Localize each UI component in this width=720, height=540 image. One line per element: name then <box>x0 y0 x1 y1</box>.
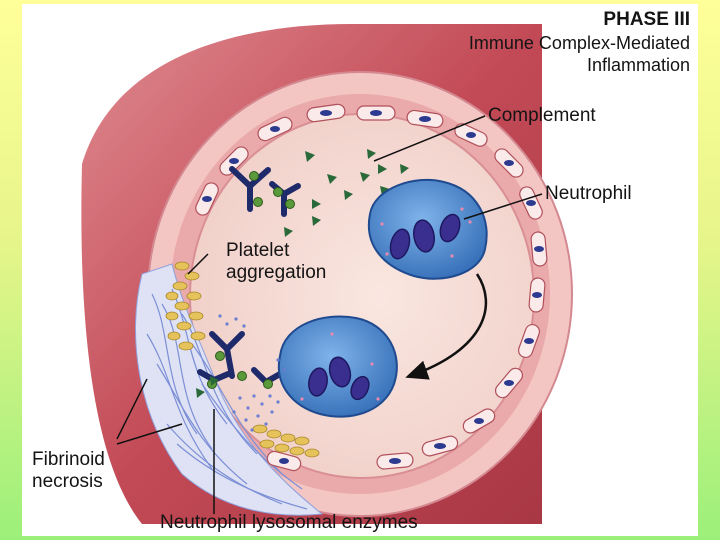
label-fibrinoid-line2: necrosis <box>32 471 103 492</box>
label-fibrinoid-line1: Fibrinoid <box>32 449 105 470</box>
platelet-aggregate-bottom <box>252 424 320 458</box>
label-lysosomal-enzymes: Neutrophil lysosomal enzymes <box>160 512 418 533</box>
label-platelet-line1: Platelet <box>226 240 290 261</box>
phase-title: PHASE III <box>603 9 690 30</box>
migration-arrow <box>405 273 488 380</box>
immune-complex-upper <box>229 166 301 217</box>
lysosomal-enzyme-granules <box>218 314 286 432</box>
platelet-aggregate-left <box>165 261 206 351</box>
endothelial-nuclei <box>202 110 544 464</box>
vessel-illustration <box>81 24 573 524</box>
diagram-title-line1: Immune Complex-Mediated <box>468 33 690 53</box>
complement-triangles <box>196 149 409 398</box>
diagram-title-line2: Inflammation <box>586 55 690 75</box>
label-neutrophil: Neutrophil <box>545 183 632 204</box>
label-platelet-line2: aggregation <box>226 262 327 283</box>
leader-lines <box>116 115 543 514</box>
neutrophil-upper-nucleus <box>389 213 461 260</box>
complement-antigen-dots-upper <box>249 171 295 209</box>
neutrophil-granules <box>300 207 472 401</box>
diagram-frame: PHASE III Immune Complex-Mediated Inflam… <box>22 4 698 536</box>
label-complement: Complement <box>488 105 596 126</box>
neutrophil-lower-nucleus <box>308 356 370 401</box>
